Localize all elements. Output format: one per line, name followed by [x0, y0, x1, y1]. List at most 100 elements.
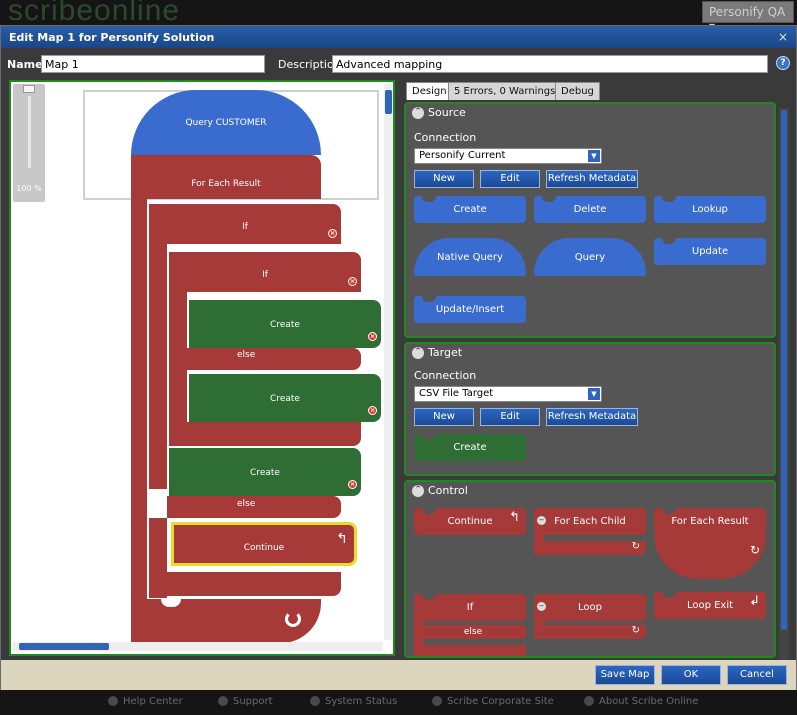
block-tab — [542, 196, 556, 202]
else-block-1[interactable]: else — [187, 348, 361, 370]
if-block-inner-label: If — [262, 270, 268, 280]
about-link[interactable]: About Scribe Online — [584, 696, 698, 707]
name-input[interactable] — [41, 55, 265, 73]
org-select-label: Personify QA — [709, 5, 786, 19]
target-new-button[interactable]: New — [414, 408, 474, 426]
ok-button[interactable]: OK — [661, 665, 721, 685]
collapse-icon: − — [537, 602, 546, 611]
create-block-2-label: Create — [270, 394, 300, 404]
tool-lookup[interactable]: Lookup — [654, 196, 766, 223]
zoom-handle[interactable] — [23, 85, 35, 93]
tool-for-each-child[interactable]: −For Each Child — [534, 508, 646, 535]
tool-target-create-label: Create — [453, 442, 487, 453]
foreach-rail — [131, 199, 147, 599]
close-icon[interactable]: × — [777, 30, 788, 44]
tool-else-label: else — [463, 627, 483, 637]
tool-update-insert[interactable]: Update/Insert — [414, 296, 526, 323]
target-edit-button[interactable]: Edit — [480, 408, 540, 426]
map-canvas[interactable]: 100 % Query CUSTOMER For Each Result If — [9, 80, 395, 656]
status-icon — [310, 696, 320, 706]
support-link[interactable]: Support — [218, 696, 273, 707]
tool-create[interactable]: Create — [414, 196, 526, 223]
tool-delete[interactable]: Delete — [534, 196, 646, 223]
source-refresh-button[interactable]: Refresh Metadata — [546, 170, 638, 188]
cancel-button[interactable]: Cancel — [727, 665, 787, 685]
info-icon — [584, 696, 594, 706]
scroll-thumb[interactable] — [781, 110, 787, 630]
tool-if[interactable]: If — [414, 594, 526, 621]
tab-errors[interactable]: 5 Errors, 0 Warnings — [448, 82, 562, 100]
source-header[interactable]: ⌃ Source — [412, 106, 466, 119]
continue-return-icon: ↰ — [509, 510, 520, 525]
block-tab — [422, 196, 436, 202]
if-outer-footer — [149, 572, 341, 596]
help-center-label: Help Center — [123, 696, 183, 707]
support-icon — [218, 696, 228, 706]
target-connection-value: CSV File Target — [419, 388, 494, 399]
help-icon[interactable]: ? — [776, 56, 790, 70]
system-status-link[interactable]: System Status — [310, 696, 397, 707]
right-panel-scrollbar[interactable] — [779, 108, 789, 678]
tool-for-each-result[interactable]: For Each Result — [654, 508, 766, 535]
query-block-label: Query CUSTOMER — [185, 118, 267, 128]
tool-loop[interactable]: − Loop — [534, 594, 646, 621]
else-block-2[interactable]: else — [167, 496, 341, 518]
tool-continue[interactable]: Continue ↰ — [414, 508, 526, 535]
canvas-vertical-scrollbar[interactable] — [384, 84, 393, 640]
block-tab — [662, 238, 676, 244]
tool-native-query[interactable]: Native Query — [414, 238, 526, 276]
collapse-icon[interactable]: ⌃ — [412, 485, 424, 497]
name-label: Name — [7, 58, 43, 71]
continue-block[interactable]: Continue ↰ — [171, 522, 357, 566]
collapse-icon[interactable]: ⌃ — [412, 107, 424, 119]
target-refresh-button[interactable]: Refresh Metadata — [546, 408, 638, 426]
source-panel: ⌃Source Connection Personify Current▼ Ne… — [404, 102, 776, 338]
if-block-inner[interactable]: If × — [169, 252, 361, 292]
if-block-outer[interactable]: If × — [149, 204, 341, 244]
target-header[interactable]: ⌃Target — [412, 346, 462, 359]
control-header[interactable]: ⌃ Control — [412, 484, 468, 497]
tool-query[interactable]: Query — [534, 238, 646, 276]
globe-icon — [432, 696, 442, 706]
chevron-down-icon: ▼ — [588, 150, 600, 162]
create-block-1[interactable]: Create × — [189, 300, 381, 348]
save-map-button[interactable]: Save Map — [595, 665, 655, 685]
chevron-down-icon: ▼ — [588, 388, 600, 400]
block-tab — [662, 508, 676, 514]
source-title: Source — [428, 106, 466, 119]
tab-debug[interactable]: Debug — [555, 82, 600, 100]
edit-map-dialog: Edit Map 1 for Personify Solution × Name… — [0, 25, 797, 690]
block-footer — [414, 645, 526, 656]
tool-continue-label: Continue — [447, 516, 493, 527]
control-title: Control — [428, 484, 468, 497]
if-block-outer-label: If — [242, 222, 248, 232]
target-connection-select[interactable]: CSV File Target ▼ — [414, 386, 602, 402]
scroll-thumb[interactable] — [385, 90, 392, 114]
help-center-link[interactable]: Help Center — [108, 696, 183, 707]
error-icon: × — [328, 229, 337, 238]
org-select[interactable]: Personify QA ▾ — [702, 1, 794, 33]
source-edit-button[interactable]: Edit — [480, 170, 540, 188]
collapse-icon[interactable]: ⌃ — [412, 347, 424, 359]
loop-icon: ↻ — [631, 541, 640, 552]
query-block[interactable]: Query CUSTOMER — [131, 90, 321, 165]
create-block-2[interactable]: Create × — [189, 374, 381, 422]
source-connection-select[interactable]: Personify Current ▼ — [414, 148, 602, 164]
source-connection-value: Personify Current — [419, 150, 506, 161]
source-new-button[interactable]: New — [414, 170, 474, 188]
description-input[interactable] — [332, 55, 768, 73]
block-tab — [422, 508, 436, 514]
foreach-block[interactable]: For Each Result — [131, 155, 321, 199]
tool-loop-label: Loop — [578, 602, 602, 613]
tool-loop-exit[interactable]: Loop Exit↲ — [654, 592, 766, 619]
corporate-site-link[interactable]: Scribe Corporate Site — [432, 696, 554, 707]
tab-design[interactable]: Design — [406, 82, 453, 100]
tool-else[interactable]: else — [420, 625, 526, 639]
canvas-horizontal-scrollbar[interactable] — [13, 642, 383, 651]
zoom-slider[interactable]: 100 % — [13, 84, 45, 202]
tool-update[interactable]: Update — [654, 238, 766, 265]
tool-target-create[interactable]: Create — [414, 434, 526, 461]
scroll-thumb[interactable] — [19, 643, 109, 650]
create-block-3[interactable]: Create × — [169, 448, 361, 496]
